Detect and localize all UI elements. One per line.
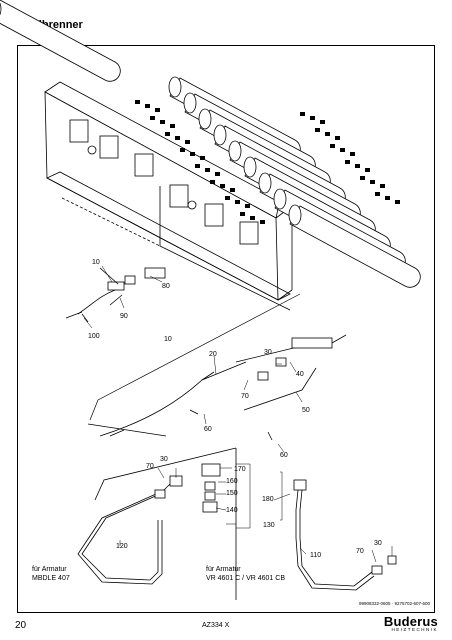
callout-70c: 70 [356,548,364,555]
callout-160: 160 [226,478,238,485]
callout-180: 180 [262,496,274,503]
callout-70b: 70 [146,463,154,470]
callout-30c: 30 [374,540,382,547]
brand-logo: Buderus HEIZTECHNIK [384,614,438,632]
callout-110: 110 [310,552,321,559]
caption-right: für Armatur VR 4601 C / VR 4601 CB [206,565,285,583]
drawing-frame [17,45,435,613]
callout-80: 80 [162,283,170,290]
callout-60b: 60 [280,452,288,459]
callout-140: 140 [226,507,238,514]
callout-10b: 10 [164,336,172,343]
callout-90: 90 [120,313,128,320]
document-number: 99908332-0605 · 9275702-607-600 [358,601,430,606]
brand-subtitle: HEIZTECHNIK [391,627,438,632]
burner-assembly-icon [44,81,293,311]
burner-tubes [0,0,421,288]
callout-170: 170 [234,466,246,473]
caption-left-line1: für Armatur [32,566,67,573]
callout-30b: 30 [160,456,168,463]
caption-right-line1: für Armatur [206,566,241,573]
model-label: AZ334 X [202,622,230,629]
brand-name: Buderus [383,614,438,629]
pilot-burner-part-icon [65,267,166,323]
callout-40: 40 [296,371,304,378]
callout-50: 50 [302,407,310,414]
callout-70: 70 [241,393,249,400]
page-number: 20 [15,620,27,631]
callout-30: 30 [264,349,272,356]
callout-130: 130 [263,522,275,529]
caption-left: für Armatur MBDLE 407 [32,565,70,583]
callout-120: 120 [116,543,128,550]
callout-150: 150 [226,490,238,497]
callout-10: 10 [92,259,100,266]
callout-100: 100 [88,333,100,340]
caption-right-line2: VR 4601 C / VR 4601 CB [206,575,285,582]
caption-left-line2: MBDLE 407 [32,575,70,582]
callout-60: 60 [204,426,212,433]
callout-20: 20 [209,351,217,358]
